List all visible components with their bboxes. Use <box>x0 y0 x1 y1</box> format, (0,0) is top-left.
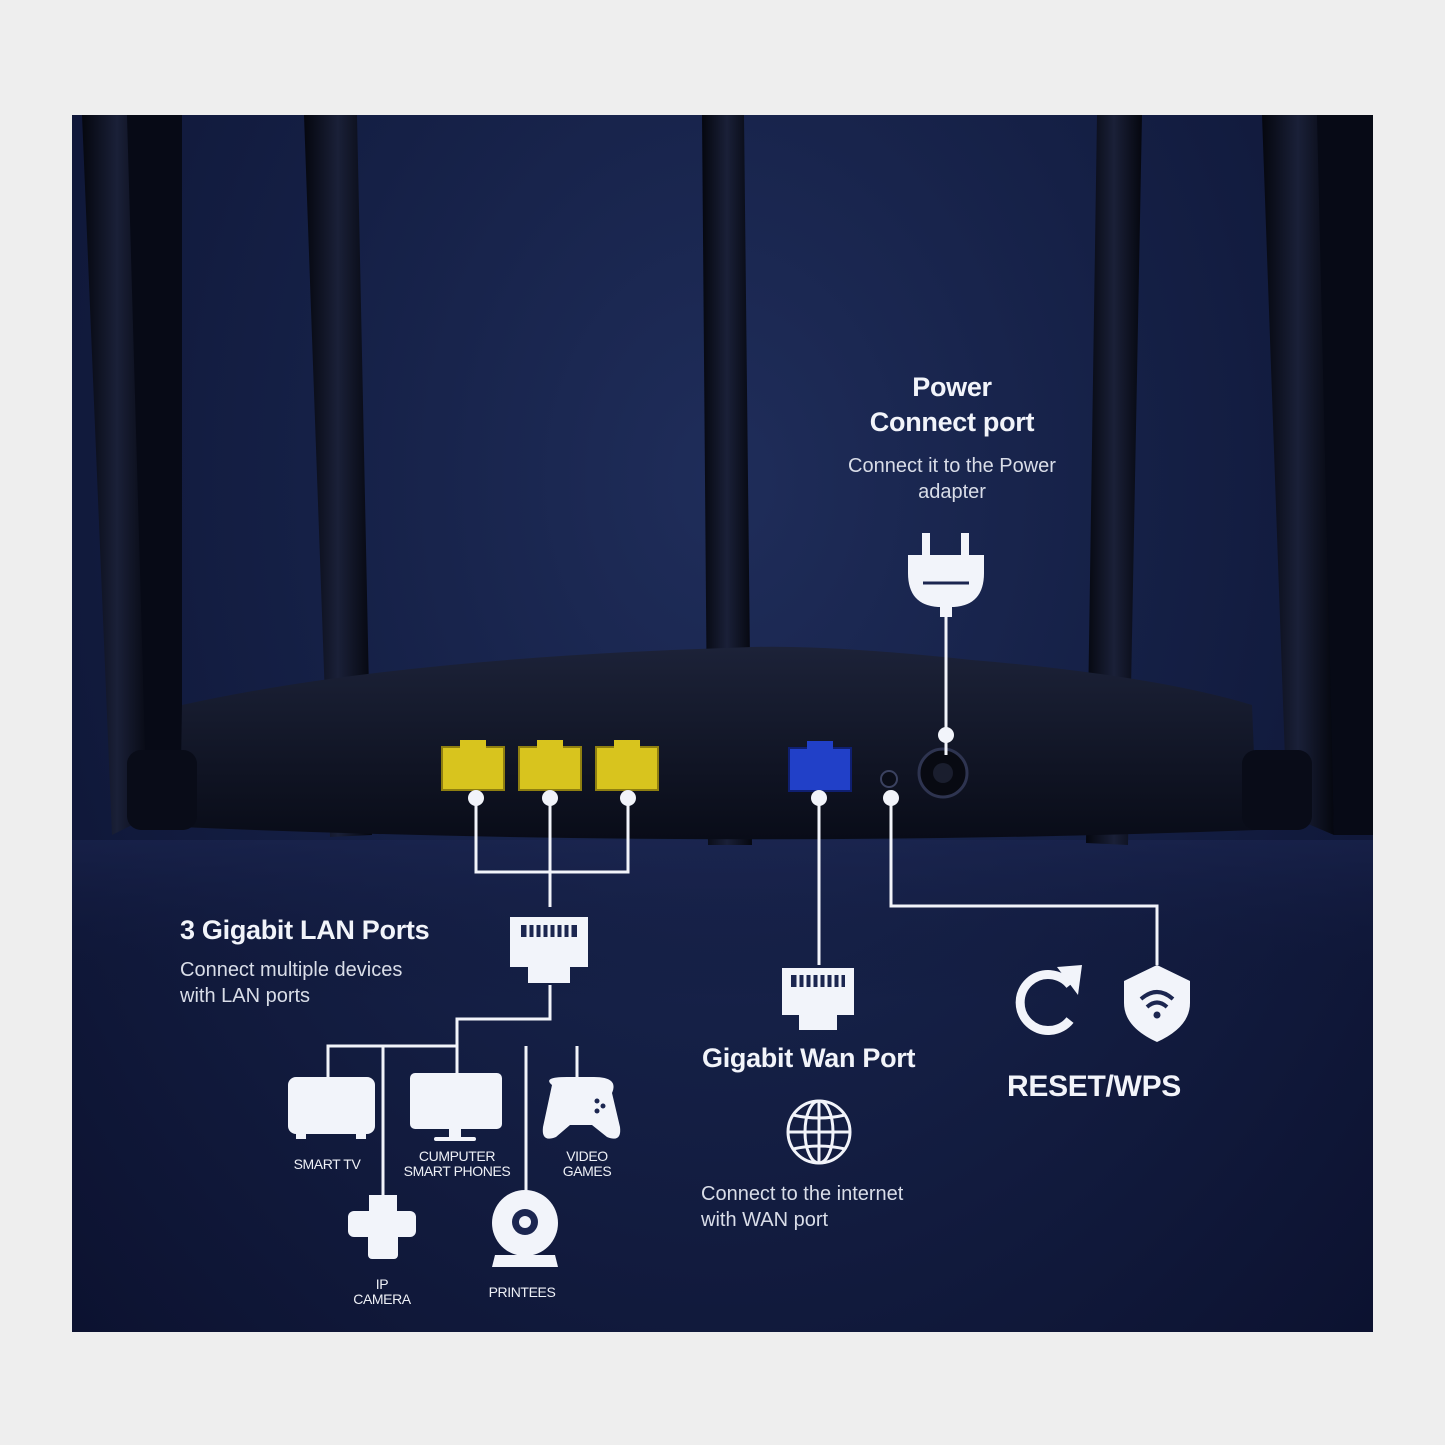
wan-jack-icon <box>782 968 854 1030</box>
wan-title: Gigabit Wan Port <box>702 1043 916 1073</box>
video-games-label-line2: GAMES <box>562 1163 612 1179</box>
reset-wps-title: RESET/WPS <box>1007 1070 1181 1103</box>
power-plug-icon <box>908 533 984 617</box>
power-title-line2: Connect port <box>869 407 1035 437</box>
refresh-icon <box>1015 965 1082 1035</box>
reset-button <box>880 770 898 788</box>
lan-desc-line1: Connect multiple devices <box>180 959 403 981</box>
right-stand <box>1242 750 1312 830</box>
wan-desc-line2: with WAN port <box>701 1209 829 1231</box>
lan-jack-icon <box>510 917 588 983</box>
wps-shield-icon <box>1124 965 1190 1042</box>
smart-tv-icon <box>288 1077 375 1139</box>
computer-label-line1: CUMPUTER <box>418 1148 496 1164</box>
router-body <box>180 646 1257 840</box>
webcam-icon <box>492 1190 558 1267</box>
connection-dots <box>468 727 954 806</box>
connector-lines <box>326 605 1159 1200</box>
ip-camera-label-line1: IP <box>375 1276 389 1292</box>
ip-camera-icon <box>348 1195 416 1259</box>
power-title-line1: Power <box>912 372 992 402</box>
game-controller-icon <box>542 1077 621 1139</box>
lan-ports <box>441 740 659 791</box>
wan-desc-line1: Connect to the internet <box>701 1183 904 1205</box>
ip-camera-label-line2: CAMERA <box>353 1291 411 1307</box>
lan-desc-line2: with LAN ports <box>180 985 311 1007</box>
router-scene <box>72 115 1373 1267</box>
globe-icon <box>786 1099 852 1165</box>
computer-label-line2: SMART PHONES <box>403 1163 511 1179</box>
printers-label: PRINTEES <box>488 1284 556 1300</box>
antennas <box>82 115 1373 845</box>
lan-title: 3 Gigabit LAN Ports <box>180 915 430 945</box>
smart-tv-label: SMART TV <box>293 1156 361 1172</box>
power-desc-line2: adapter <box>918 481 986 503</box>
computer-icon <box>410 1073 502 1141</box>
power-desc-line1: Connect it to the Power <box>848 455 1056 477</box>
product-infographic: Power Connect port Connect it to the Pow… <box>72 115 1373 1332</box>
left-stand <box>127 750 197 830</box>
wan-port <box>788 741 852 792</box>
video-games-label-line1: VIDEO <box>566 1148 608 1164</box>
